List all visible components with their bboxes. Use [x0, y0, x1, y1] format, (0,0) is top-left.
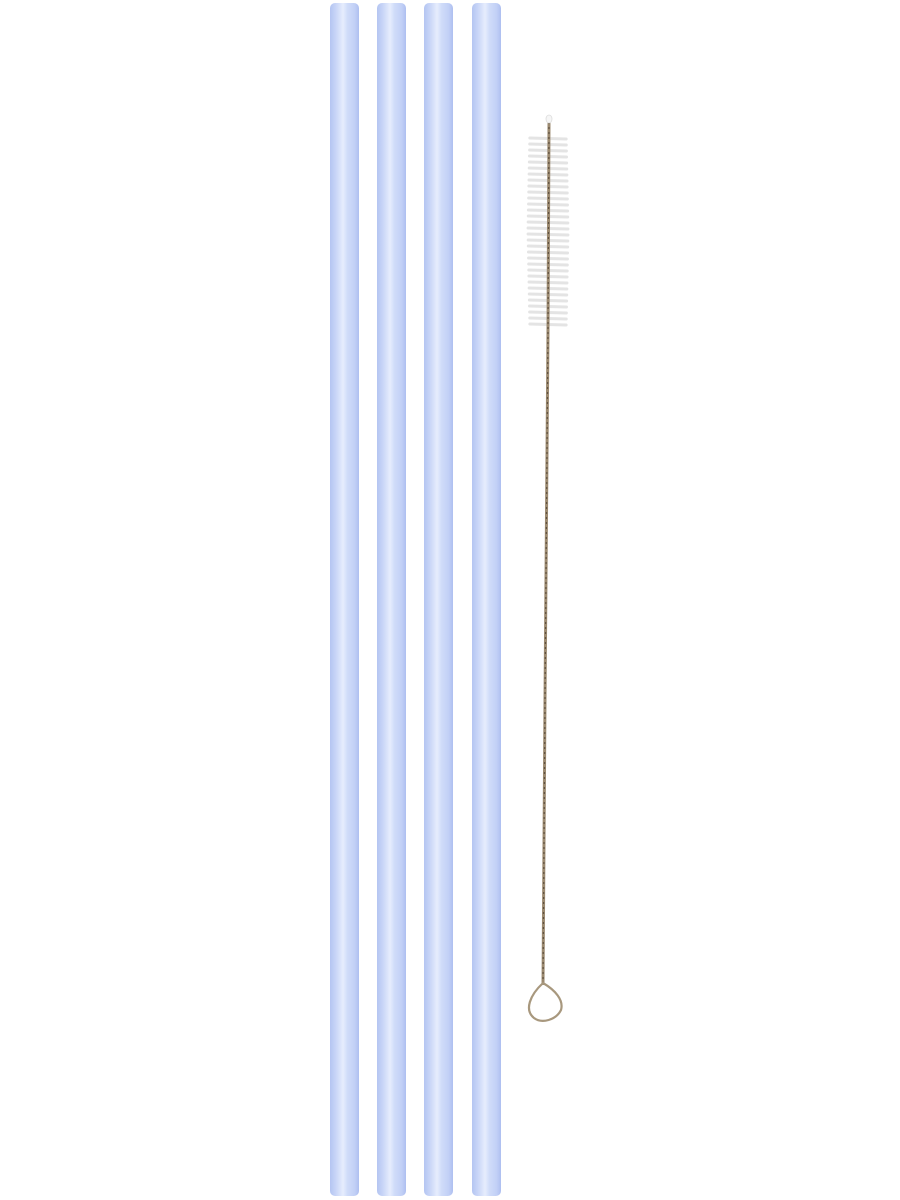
- straw-4: [472, 3, 501, 1196]
- brush-loop-handle: [527, 981, 563, 1022]
- straws-group: [330, 3, 501, 1196]
- brush-wire-twist: [542, 121, 550, 986]
- straw-3: [424, 3, 453, 1196]
- cleaning-brush: [526, 114, 570, 1022]
- straw-2: [377, 3, 406, 1196]
- straw-1: [330, 3, 359, 1196]
- brush-tip: [545, 114, 553, 124]
